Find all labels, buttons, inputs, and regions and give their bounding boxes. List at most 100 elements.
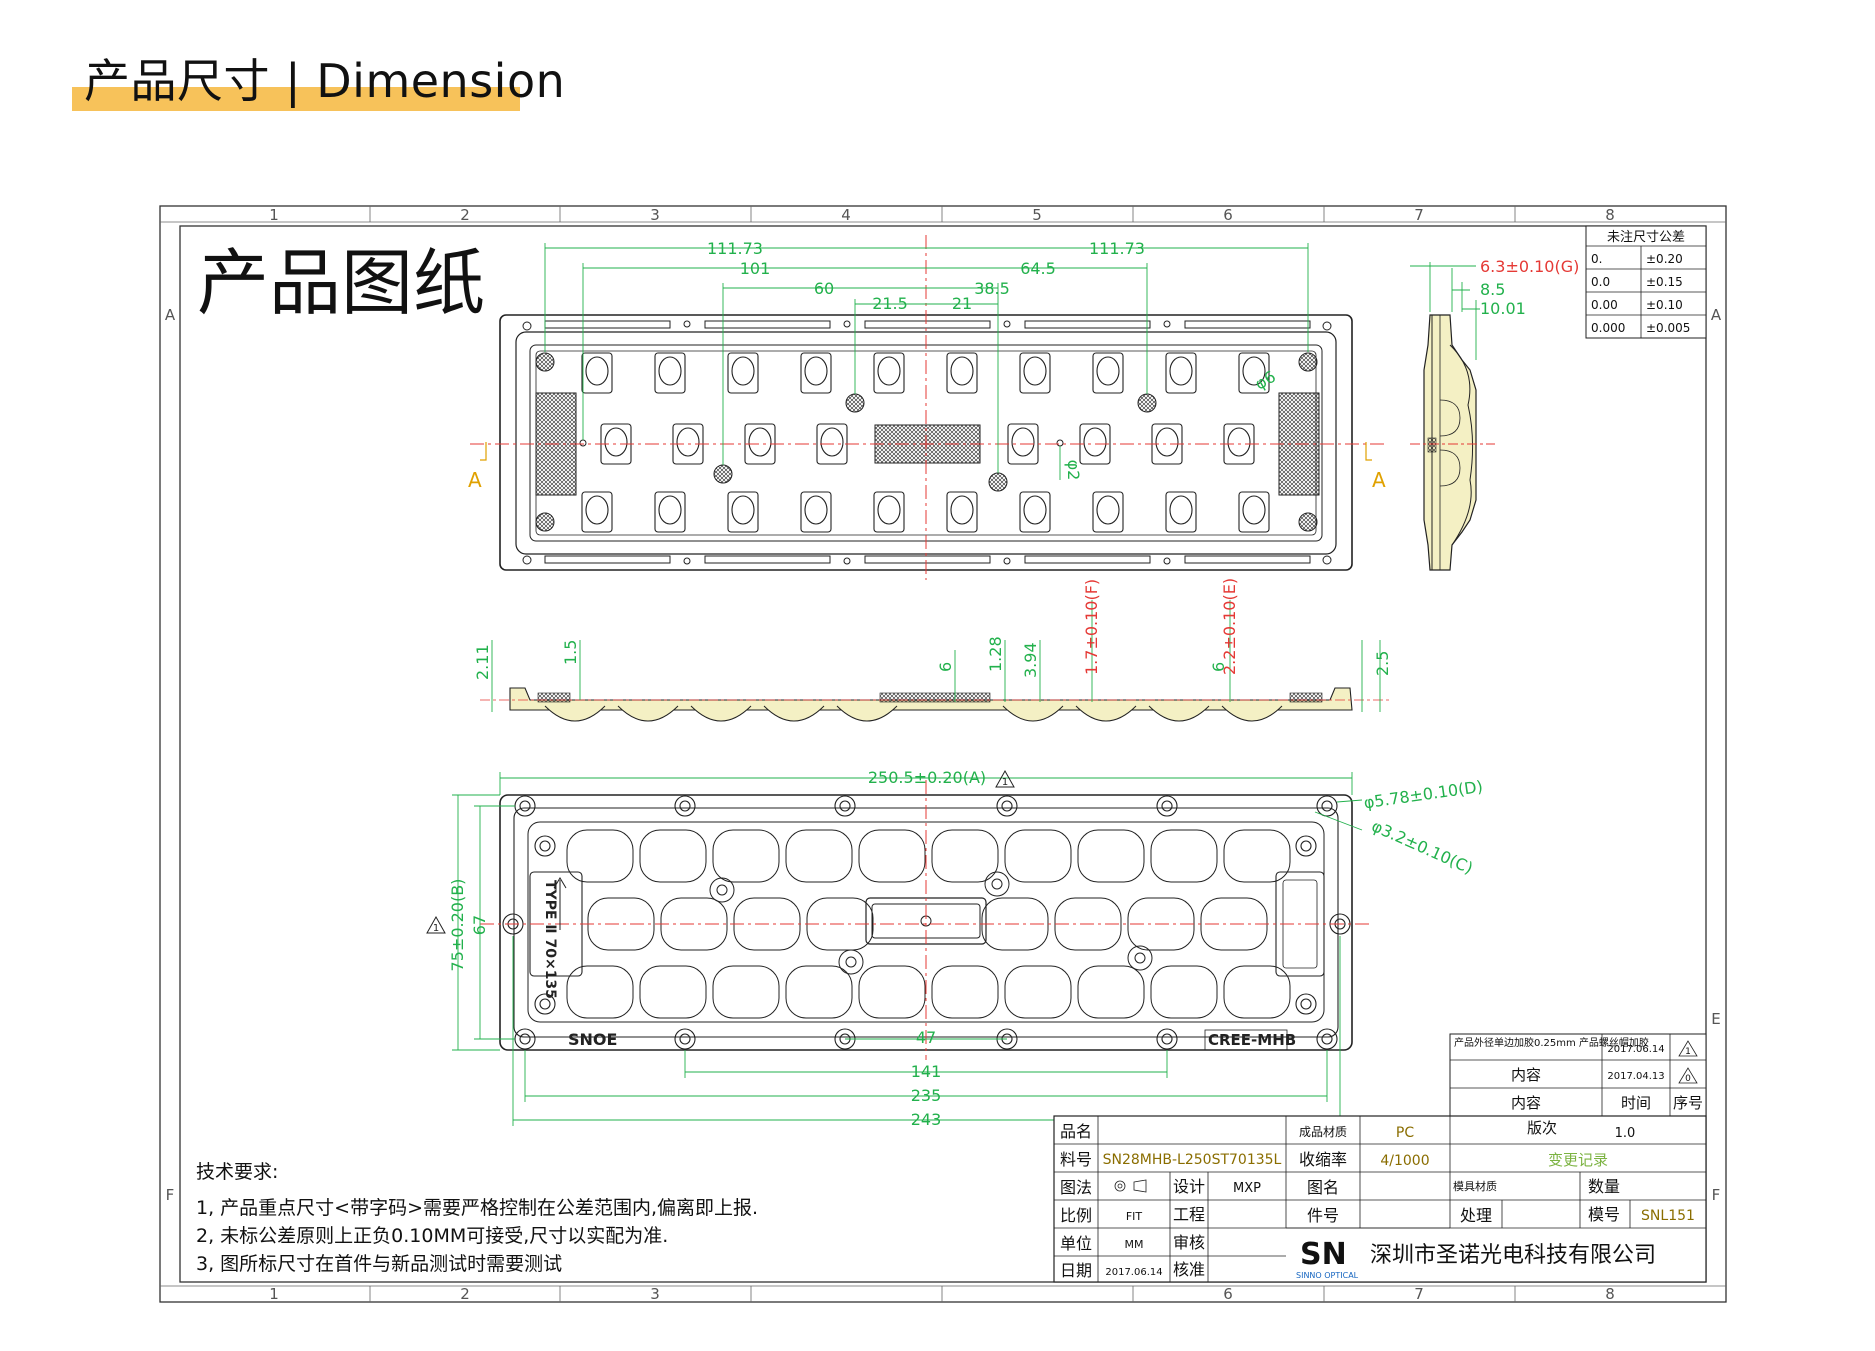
- side-view-dimension-lines: [1410, 262, 1480, 360]
- dim-phi6: φ6: [1252, 367, 1279, 394]
- dim-6-3: 6.3±0.10(G): [1480, 257, 1579, 276]
- col-label-2-top: 2: [460, 206, 470, 224]
- revision-1-no: 1: [1685, 1047, 1691, 1057]
- company-name: 深圳市圣诺光电科技有限公司: [1370, 1243, 1656, 1268]
- dim-141: 141: [911, 1062, 942, 1081]
- shrink-value: 4/1000: [1380, 1153, 1429, 1169]
- revision-header-content: 内容: [1511, 1094, 1541, 1112]
- dim-1-28: 1.28: [986, 636, 1005, 672]
- dim-250-5: 250.5±0.20(A): [868, 768, 986, 787]
- col-label-6-top: 6: [1223, 206, 1233, 224]
- dim-111-73-right: 111.73: [1089, 239, 1145, 258]
- logo-mark-icon: SN: [1300, 1237, 1347, 1272]
- tolerance-val-4: ±0.005: [1646, 321, 1690, 335]
- revision-block: 产品外径单边加胶0.25mm 产品螺丝帽加胶 2017.06.14 1 内容 2…: [1449, 1033, 1707, 1117]
- front-view-dimension-lines: [544, 243, 1309, 480]
- drawing-heading: 产品图纸: [197, 241, 485, 325]
- part-number-value: SN28MHB-L250ST70135L: [1103, 1152, 1282, 1168]
- projection-symbol-icon: [1114, 1179, 1147, 1193]
- dim-60: 60: [814, 279, 834, 298]
- label-shrink: 收缩率: [1299, 1150, 1347, 1169]
- dim-64-5: 64.5: [1020, 259, 1056, 278]
- dim-phi-5-78: φ5.78±0.10(D): [1362, 777, 1483, 813]
- tolerance-key-2: 0.0: [1591, 275, 1610, 289]
- revision-2-content: 内容: [1511, 1066, 1541, 1084]
- dim-1-7: 1.7±0.10(F): [1082, 579, 1101, 675]
- revision-1-date: 2017.06.14: [1607, 1044, 1664, 1055]
- page-title: 产品尺寸 | Dimension: [84, 54, 566, 108]
- col-label-7-top: 7: [1414, 206, 1424, 224]
- tolerance-val-1: ±0.20: [1646, 252, 1683, 266]
- dim-101: 101: [740, 259, 771, 278]
- title-block: [1053, 1115, 1707, 1283]
- tech-requirement-3: 3, 图所标尺寸在首件与新品测试时需要测试: [196, 1253, 562, 1275]
- label-engineering: 工程: [1173, 1205, 1205, 1224]
- dim-6-a: 6: [936, 662, 955, 672]
- col-label-7-bottom: 7: [1414, 1285, 1424, 1303]
- col-label-4-top: 4: [841, 206, 851, 224]
- section-dimension-lines: [491, 600, 1381, 712]
- dim-2-5: 2.5: [1373, 651, 1392, 676]
- label-scale: 比例: [1060, 1206, 1092, 1225]
- dim-111-73-left: 111.73: [707, 239, 763, 258]
- col-label-1-top: 1: [269, 206, 279, 224]
- col-label-2-bottom: 2: [460, 1285, 470, 1303]
- revision-header-time: 时间: [1621, 1094, 1651, 1112]
- svg-text:A: A: [1372, 468, 1386, 492]
- col-label-1-bottom: 1: [269, 1285, 279, 1303]
- unit-value: MM: [1125, 1238, 1144, 1251]
- dim-10-01: 10.01: [1480, 299, 1526, 318]
- tolerance-title: 未注尺寸公差: [1607, 230, 1685, 245]
- header-underline-bar: [72, 87, 520, 111]
- label-product-name: 品名: [1060, 1122, 1092, 1141]
- dim-3-94: 3.94: [1021, 642, 1040, 678]
- dim-8-5: 8.5: [1480, 280, 1505, 299]
- label-processing: 处理: [1460, 1206, 1492, 1225]
- date-value: 2017.06.14: [1105, 1267, 1162, 1278]
- revision-marker-top: 1: [995, 769, 1015, 788]
- tolerance-key-4: 0.000: [1591, 321, 1625, 335]
- dim-21-5: 21.5: [872, 294, 908, 313]
- material-value: PC: [1396, 1125, 1414, 1141]
- tolerance-key-1: 0.: [1591, 252, 1602, 266]
- company-logo: SN SINNO OPTICAL: [1296, 1237, 1359, 1280]
- svg-text:1: 1: [433, 923, 439, 934]
- column-ticks: [369, 206, 1516, 1302]
- label-mold-number: 模号: [1588, 1205, 1620, 1224]
- label-designer: 设计: [1173, 1177, 1205, 1196]
- label-mold-material: 模具材质: [1453, 1179, 1497, 1193]
- label-part-number: 料号: [1060, 1150, 1092, 1169]
- label-approve: 核准: [1173, 1260, 1205, 1279]
- inner-frame: [179, 225, 1707, 1283]
- label-unit: 单位: [1060, 1234, 1092, 1253]
- col-label-3-top: 3: [650, 206, 660, 224]
- tech-requirements-title: 技术要求:: [196, 1161, 278, 1183]
- revision-marker-left: 1: [426, 915, 446, 934]
- type-marking: TYPE Ⅱ 70×135: [542, 880, 558, 999]
- version-value: 1.0: [1615, 1126, 1636, 1141]
- dim-38-5: 38.5: [974, 279, 1010, 298]
- side-view: [1423, 314, 1477, 571]
- row-label-f-left: F: [166, 1186, 175, 1204]
- tolerance-key-3: 0.00: [1591, 298, 1618, 312]
- dim-47: 47: [916, 1028, 936, 1047]
- dim-phi2: φ2: [1064, 460, 1083, 481]
- row-label-a-left: A: [165, 306, 176, 324]
- dim-2-11: 2.11: [473, 644, 492, 680]
- revision-2-date: 2017.04.13: [1607, 1071, 1664, 1082]
- label-projection: 图法: [1060, 1178, 1092, 1197]
- tech-requirement-1: 1, 产品重点尺寸<带字码>需要严格控制在公差范围内,偏离即上报.: [196, 1197, 758, 1219]
- dim-67: 67: [470, 915, 489, 935]
- tech-requirement-2: 2, 未标公差原则上正负0.10MM可接受,尺寸以实配为准.: [196, 1225, 668, 1247]
- label-material: 成品材质: [1299, 1125, 1347, 1139]
- revision-1-content: 产品外径单边加胶0.25mm 产品螺丝帽加胶: [1454, 1036, 1649, 1049]
- designer-value: MXP: [1233, 1181, 1261, 1196]
- dim-243: 243: [911, 1110, 942, 1129]
- label-review: 审核: [1173, 1233, 1205, 1252]
- tolerance-val-2: ±0.15: [1646, 275, 1683, 289]
- row-label-e-right: E: [1711, 1010, 1720, 1028]
- col-label-3-bottom: 3: [650, 1285, 660, 1303]
- col-label-6-bottom: 6: [1223, 1285, 1233, 1303]
- cree-marking: CREE-MHB: [1208, 1031, 1296, 1049]
